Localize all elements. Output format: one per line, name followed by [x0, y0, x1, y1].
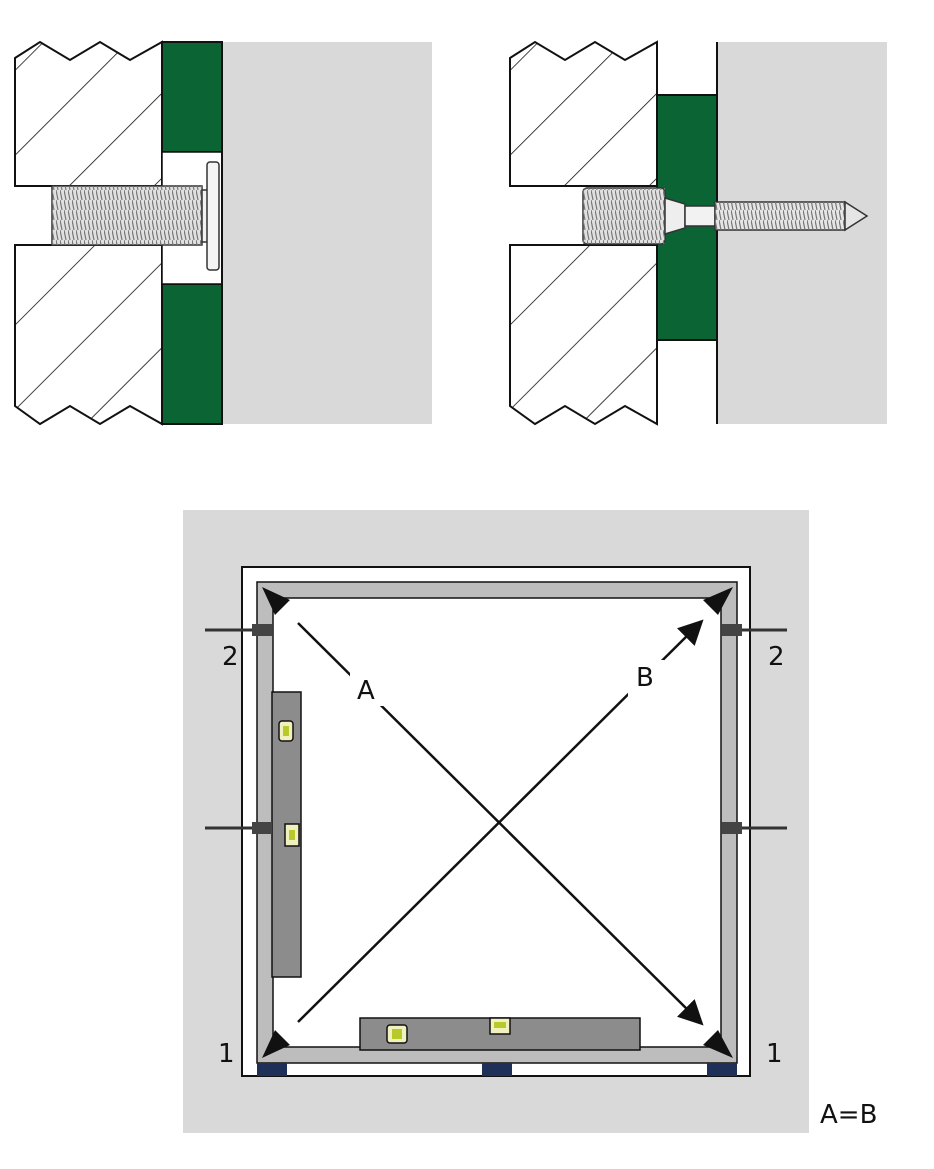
spacer-center: [482, 1063, 512, 1076]
diagonal-a-label: A: [357, 676, 375, 706]
screw-icon: [722, 822, 787, 834]
wall-surface: [222, 42, 432, 424]
screw-icon: [582, 187, 869, 245]
masonry-upper: [509, 40, 658, 187]
fixing-label-bottom-left: 1: [218, 1039, 235, 1069]
detail-bolt-through-wall: [0, 0, 450, 440]
detail-screw-anchor: [495, 0, 895, 440]
frame-diagonal-check: A B 2 2 1 1: [0, 500, 934, 1160]
masonry-upper: [14, 40, 163, 187]
fixing-label-top-left: 2: [222, 642, 239, 672]
screw-icon: [205, 822, 272, 834]
fixing-label-bottom-right: 1: [766, 1039, 783, 1069]
fixing-label-top-right: 2: [768, 642, 785, 672]
insulation-upper: [161, 41, 223, 153]
equality-note: A=B: [820, 1100, 878, 1130]
screw-icon: [722, 624, 787, 636]
spirit-level-icon: [359, 1017, 641, 1051]
diagonal-b-label: B: [636, 663, 654, 693]
insulation-lower: [161, 283, 223, 425]
spirit-level-icon: [271, 691, 302, 978]
wall-surface: [717, 42, 887, 424]
spacer-right: [707, 1063, 737, 1076]
spacer-left: [257, 1063, 287, 1076]
arrow-head-icon: [262, 587, 733, 1058]
screw-icon: [205, 624, 272, 636]
bolt-icon: [51, 161, 220, 271]
masonry-lower: [14, 244, 163, 426]
masonry-lower: [509, 244, 658, 426]
